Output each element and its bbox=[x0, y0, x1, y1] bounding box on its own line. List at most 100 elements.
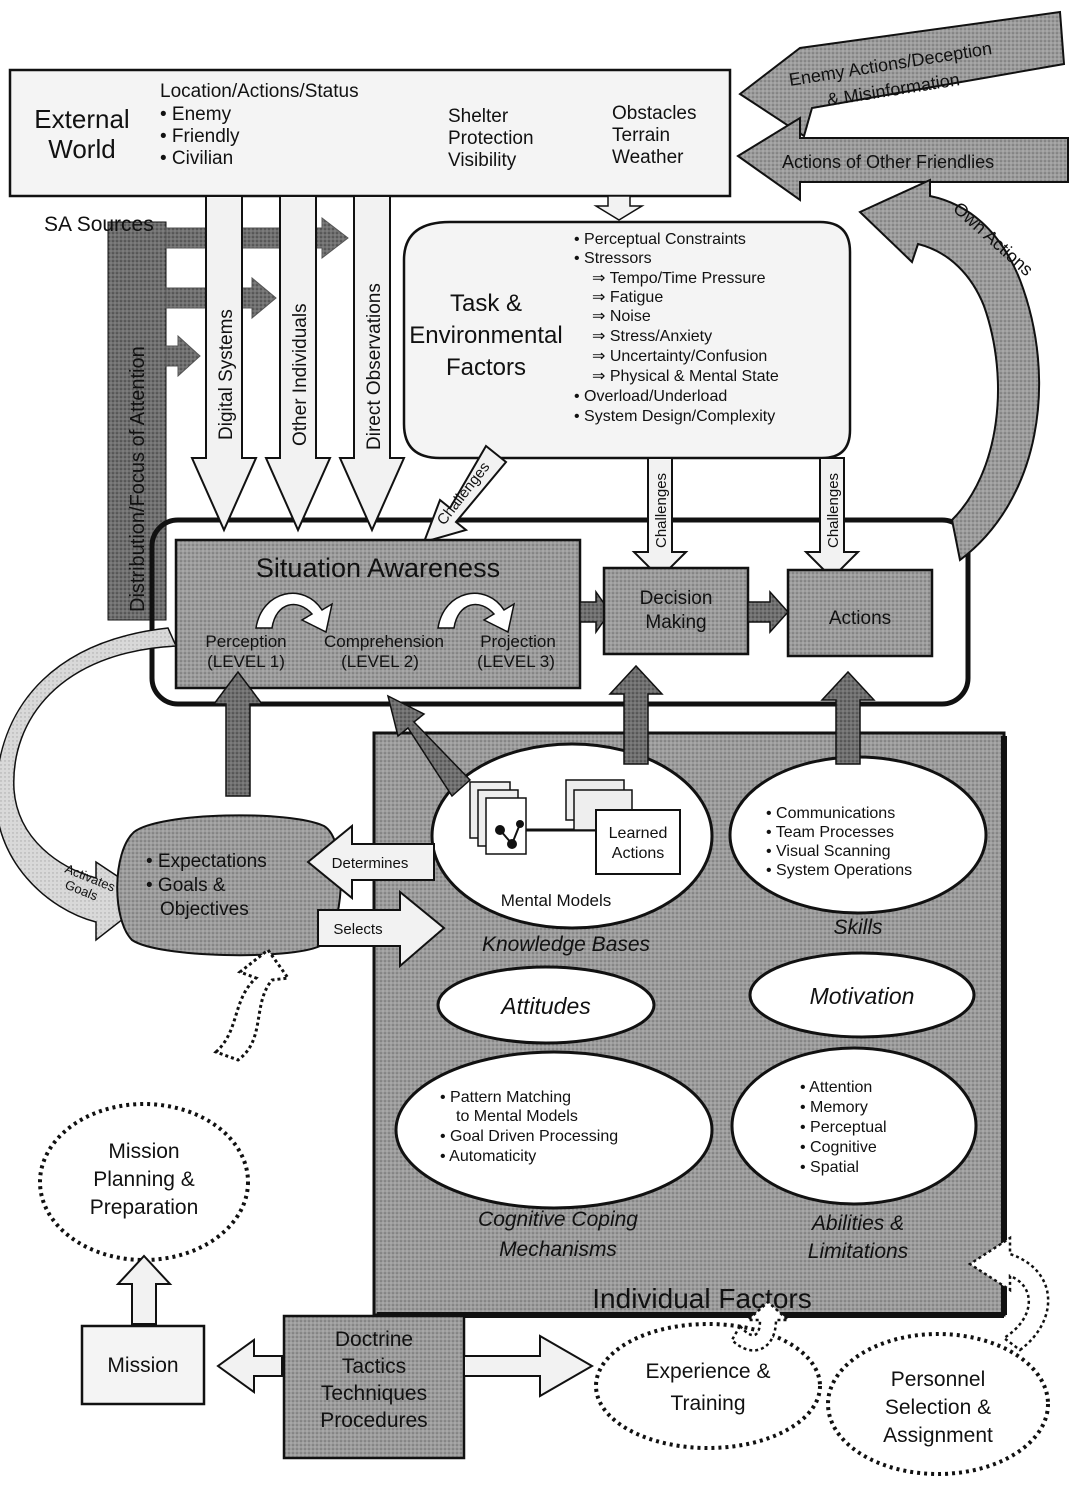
location-heading: Location/Actions/Status bbox=[160, 81, 359, 102]
task-env-title: Environmental bbox=[409, 322, 562, 349]
mental-model-cards-icon bbox=[469, 779, 681, 875]
coping-item: to Mental Models bbox=[456, 1108, 578, 1125]
skills-item: • Visual Scanning bbox=[766, 843, 891, 860]
goals-blob: • Expectations • Goals & Objectives bbox=[116, 814, 342, 957]
external-world-box: External World Location/Actions/Status •… bbox=[8, 68, 732, 198]
doctrine-label: Techniques bbox=[321, 1382, 427, 1405]
direct-observations-arrow: Direct Observations bbox=[338, 195, 406, 533]
determines-arrow: Determines bbox=[306, 823, 435, 901]
environment-item: Shelter bbox=[448, 106, 509, 127]
coping-item: • Pattern Matching bbox=[440, 1089, 571, 1106]
environment-item: Visibility bbox=[448, 150, 517, 171]
challenges-arrow-actions: Challenges bbox=[803, 457, 861, 580]
abilities-item: • Attention bbox=[800, 1079, 872, 1096]
level2-label: (LEVEL 2) bbox=[341, 652, 419, 671]
personnel-label: Selection & bbox=[885, 1396, 991, 1419]
skills-item: • Communications bbox=[766, 805, 895, 822]
task-env-item: • Stressors bbox=[574, 250, 652, 267]
coping-label-line2: Mechanisms bbox=[499, 1238, 617, 1261]
mission-to-planning-arrow bbox=[115, 1254, 173, 1325]
task-env-item: • Overload/Underload bbox=[574, 388, 727, 405]
goals-item: Objectives bbox=[160, 899, 249, 920]
task-env-item: ⇒ Tempo/Time Pressure bbox=[592, 270, 766, 287]
skills-group: • Communications • Team Processes • Visu… bbox=[728, 755, 988, 915]
abilities-label-line1: Abilities & bbox=[810, 1212, 904, 1235]
doctrine-label: Tactics bbox=[342, 1355, 406, 1378]
determines-label: Determines bbox=[332, 855, 409, 872]
task-env-item: ⇒ Noise bbox=[592, 308, 651, 325]
knowledge-bases-label: Knowledge Bases bbox=[482, 933, 651, 956]
planning-to-goals-arrow bbox=[213, 947, 291, 1062]
goals-item: • Expectations bbox=[146, 851, 267, 872]
experience-label: Training bbox=[670, 1392, 745, 1415]
friendlies-actions-arrow: Actions of Other Friendlies bbox=[736, 116, 1069, 202]
coping-mechanisms-oval: • Pattern Matching to Mental Models • Go… bbox=[394, 1050, 714, 1210]
challenges-label: Challenges bbox=[825, 473, 842, 548]
motivation-oval: Motivation bbox=[748, 951, 976, 1039]
environment-input-arrow bbox=[593, 195, 645, 221]
personnel-to-individual-arrow bbox=[967, 1235, 1050, 1352]
challenges-arrow-decision: Challenges bbox=[631, 457, 689, 580]
level1-label: (LEVEL 1) bbox=[207, 652, 285, 671]
mental-models-to-sa-arrow bbox=[386, 694, 472, 798]
mental-models-label: Mental Models bbox=[501, 891, 612, 910]
sa-sources-label: SA Sources bbox=[44, 213, 154, 236]
skills-label: Skills bbox=[833, 916, 883, 939]
individual-to-actions-arrow bbox=[820, 670, 876, 765]
digital-systems-label: Digital Systems bbox=[216, 309, 237, 440]
mission-planning-label: Preparation bbox=[90, 1196, 199, 1219]
mission-box: Mission bbox=[80, 1324, 206, 1406]
terrain-item: Terrain bbox=[612, 125, 670, 146]
distribution-attention-label: Distribution/Focus of Attention bbox=[127, 346, 149, 612]
other-individuals-arrow: Other Individuals bbox=[264, 195, 332, 533]
abilities-item: • Memory bbox=[800, 1099, 868, 1116]
comprehension-label: Comprehension bbox=[324, 632, 444, 651]
friendlies-actions-label: Actions of Other Friendlies bbox=[782, 152, 994, 172]
task-env-item: • System Design/Complexity bbox=[574, 408, 775, 425]
attitudes-oval: Attitudes bbox=[436, 965, 656, 1045]
decision-making-label: Making bbox=[645, 612, 706, 633]
distribution-attention-bar: Distribution/Focus of Attention bbox=[107, 221, 167, 621]
actions-box: Actions bbox=[786, 568, 934, 658]
perception-label: Perception bbox=[205, 632, 286, 651]
experience-to-individual-arrow bbox=[730, 1300, 792, 1352]
doctrine-label: Doctrine bbox=[335, 1328, 413, 1351]
individual-to-sa-arrow bbox=[212, 670, 264, 797]
decision-making-box: Decision Making bbox=[602, 566, 750, 656]
task-env-item: ⇒ Physical & Mental State bbox=[592, 368, 779, 385]
location-item: • Civilian bbox=[160, 148, 233, 169]
abilities-oval: • Attention • Memory • Perceptual • Cogn… bbox=[730, 1046, 978, 1206]
location-item: • Friendly bbox=[160, 126, 240, 147]
personnel-label: Assignment bbox=[883, 1424, 993, 1447]
selects-arrow: Selects bbox=[317, 889, 446, 969]
doctrine-label: Procedures bbox=[320, 1409, 427, 1432]
learned-actions-line2: Actions bbox=[612, 845, 664, 862]
curved-arrow-icon bbox=[437, 592, 516, 634]
mission-planning-label: Mission bbox=[108, 1140, 179, 1163]
mental-models-group: Learned Actions Mental Models bbox=[430, 742, 714, 930]
other-individuals-label: Other Individuals bbox=[290, 303, 311, 446]
mission-planning-label: Planning & bbox=[93, 1168, 195, 1191]
terrain-item: Obstacles bbox=[612, 103, 696, 124]
direct-observations-label: Direct Observations bbox=[364, 283, 385, 450]
doctrine-to-mission-arrow bbox=[216, 1338, 283, 1394]
attitudes-label: Attitudes bbox=[499, 993, 591, 1019]
challenges-label: Challenges bbox=[653, 473, 670, 548]
doctrine-box: Doctrine Tactics Techniques Procedures bbox=[282, 1314, 466, 1460]
experience-label: Experience & bbox=[646, 1360, 771, 1383]
process-frame bbox=[149, 517, 971, 707]
task-environment-box: Task & Environmental Factors • Perceptua… bbox=[402, 220, 852, 460]
situation-awareness-box: Situation Awareness Perception (LEVEL 1)… bbox=[174, 538, 582, 690]
external-world-title: World bbox=[48, 134, 115, 164]
abilities-item: • Spatial bbox=[800, 1159, 859, 1176]
actions-label: Actions bbox=[829, 608, 891, 629]
motivation-label: Motivation bbox=[810, 983, 915, 1009]
projection-label: Projection bbox=[480, 632, 556, 651]
learned-actions-line1: Learned bbox=[609, 825, 668, 842]
curved-arrow-icon bbox=[255, 592, 334, 634]
external-world-title: External bbox=[34, 104, 129, 134]
skills-item: • System Operations bbox=[766, 862, 912, 879]
goals-item: • Goals & bbox=[146, 875, 226, 896]
task-env-item: • Perceptual Constraints bbox=[574, 231, 746, 248]
